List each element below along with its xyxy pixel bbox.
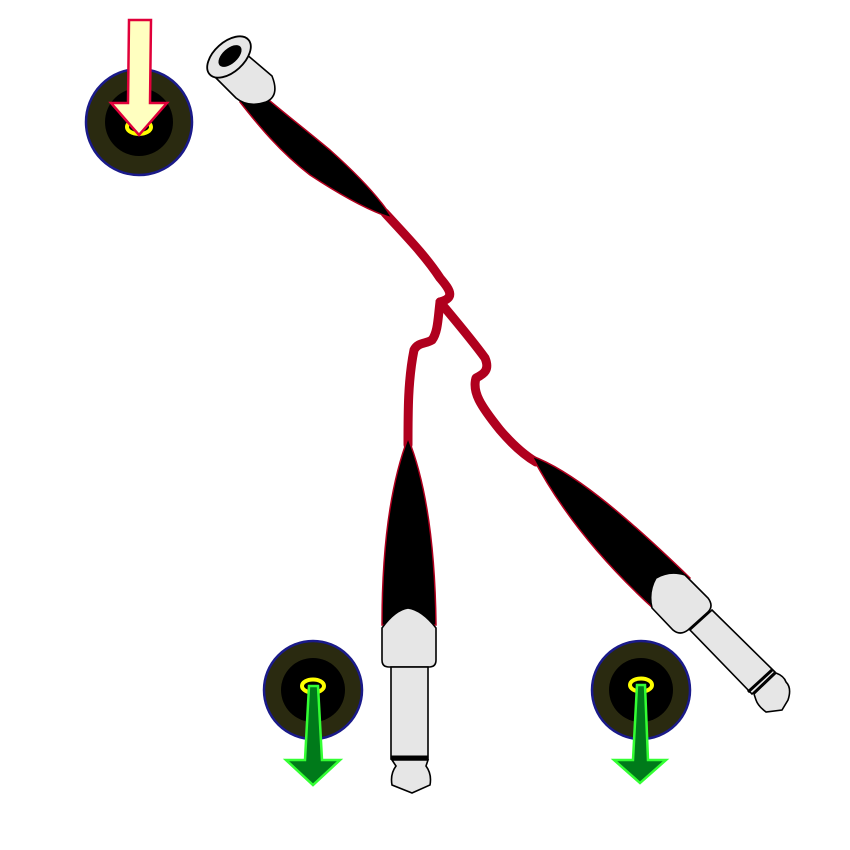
- male-plug-angled-tip: [753, 672, 791, 713]
- arrow-down-icon: [282, 684, 344, 787]
- male-plug-straight-shaft: [390, 666, 429, 760]
- female-jack-plug: [206, 35, 394, 220]
- arrow-down-icon: [108, 18, 170, 137]
- y-splitter-cable: [380, 208, 541, 467]
- male-plug-angled: [530, 454, 791, 713]
- cable-main-segment: [380, 208, 455, 307]
- female-plug-hole: [218, 45, 242, 67]
- male-plug-angled-collar: [649, 572, 712, 634]
- male-plug-straight-tip: [390, 759, 432, 794]
- female-plug-body: [239, 80, 394, 220]
- cable-branch-right: [435, 297, 541, 467]
- cable-branch-left: [403, 297, 445, 450]
- male-plug-angled-shaft: [688, 608, 777, 696]
- male-plug-straight: [381, 435, 437, 794]
- male-plug-straight-collar: [381, 607, 437, 668]
- arrow-down-icon: [610, 683, 670, 785]
- male-plug-straight-body: [381, 435, 437, 626]
